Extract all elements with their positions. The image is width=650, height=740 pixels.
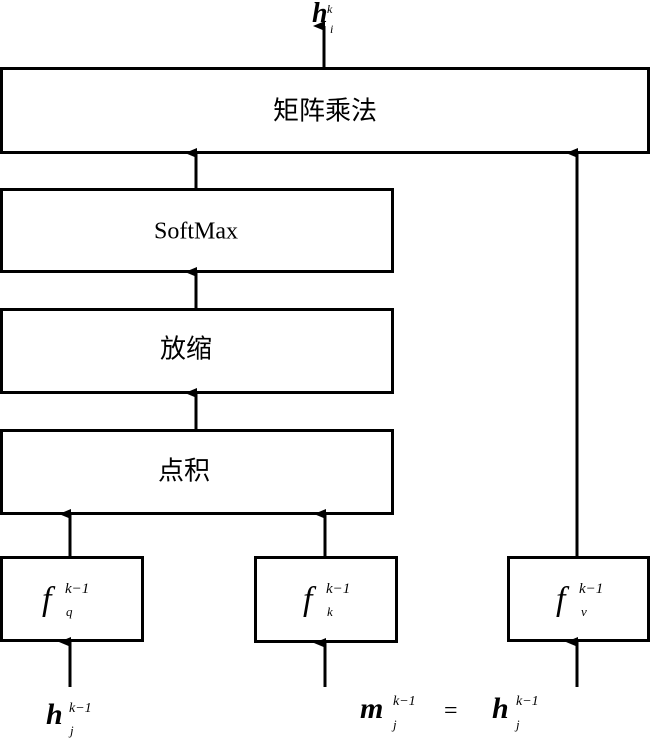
svg-text:矩阵乘法: 矩阵乘法 — [273, 97, 377, 127]
svg-text:k−1: k−1 — [69, 701, 92, 716]
svg-text:放缩: 放缩 — [160, 335, 212, 365]
svg-text:点积: 点积 — [158, 457, 210, 487]
svg-text:k−1: k−1 — [393, 694, 416, 709]
svg-text:k−1: k−1 — [326, 581, 350, 597]
svg-text:m: m — [360, 692, 383, 725]
svg-text:h: h — [312, 0, 328, 29]
svg-text:=: = — [444, 698, 458, 724]
fq-block: f k−1 q — [0, 556, 144, 642]
dot-product-block: 点积 — [0, 429, 394, 515]
svg-text:i: i — [330, 22, 333, 36]
svg-text:k−1: k−1 — [65, 581, 89, 597]
softmax-block: SoftMax — [0, 188, 394, 273]
svg-text:h: h — [46, 698, 63, 731]
svg-text:v: v — [581, 604, 587, 619]
svg-text:k−1: k−1 — [516, 694, 539, 709]
fv-block: f k−1 v — [507, 556, 650, 642]
scale-block: 放缩 — [0, 308, 394, 394]
input-label-left: h k−1 j — [46, 698, 92, 738]
input-label-right: m k−1 j = h k−1 j — [360, 692, 539, 732]
svg-text:k−1: k−1 — [579, 581, 603, 597]
svg-text:h: h — [492, 692, 509, 725]
svg-text:k: k — [327, 604, 333, 619]
svg-text:SoftMax: SoftMax — [154, 219, 238, 245]
fk-block: f k−1 k — [254, 556, 398, 643]
svg-text:j: j — [514, 717, 520, 732]
svg-text:k: k — [327, 2, 333, 16]
matmul-block: 矩阵乘法 — [0, 67, 650, 154]
svg-text:j: j — [68, 723, 74, 738]
svg-text:q: q — [66, 604, 73, 619]
svg-text:j: j — [391, 717, 397, 732]
